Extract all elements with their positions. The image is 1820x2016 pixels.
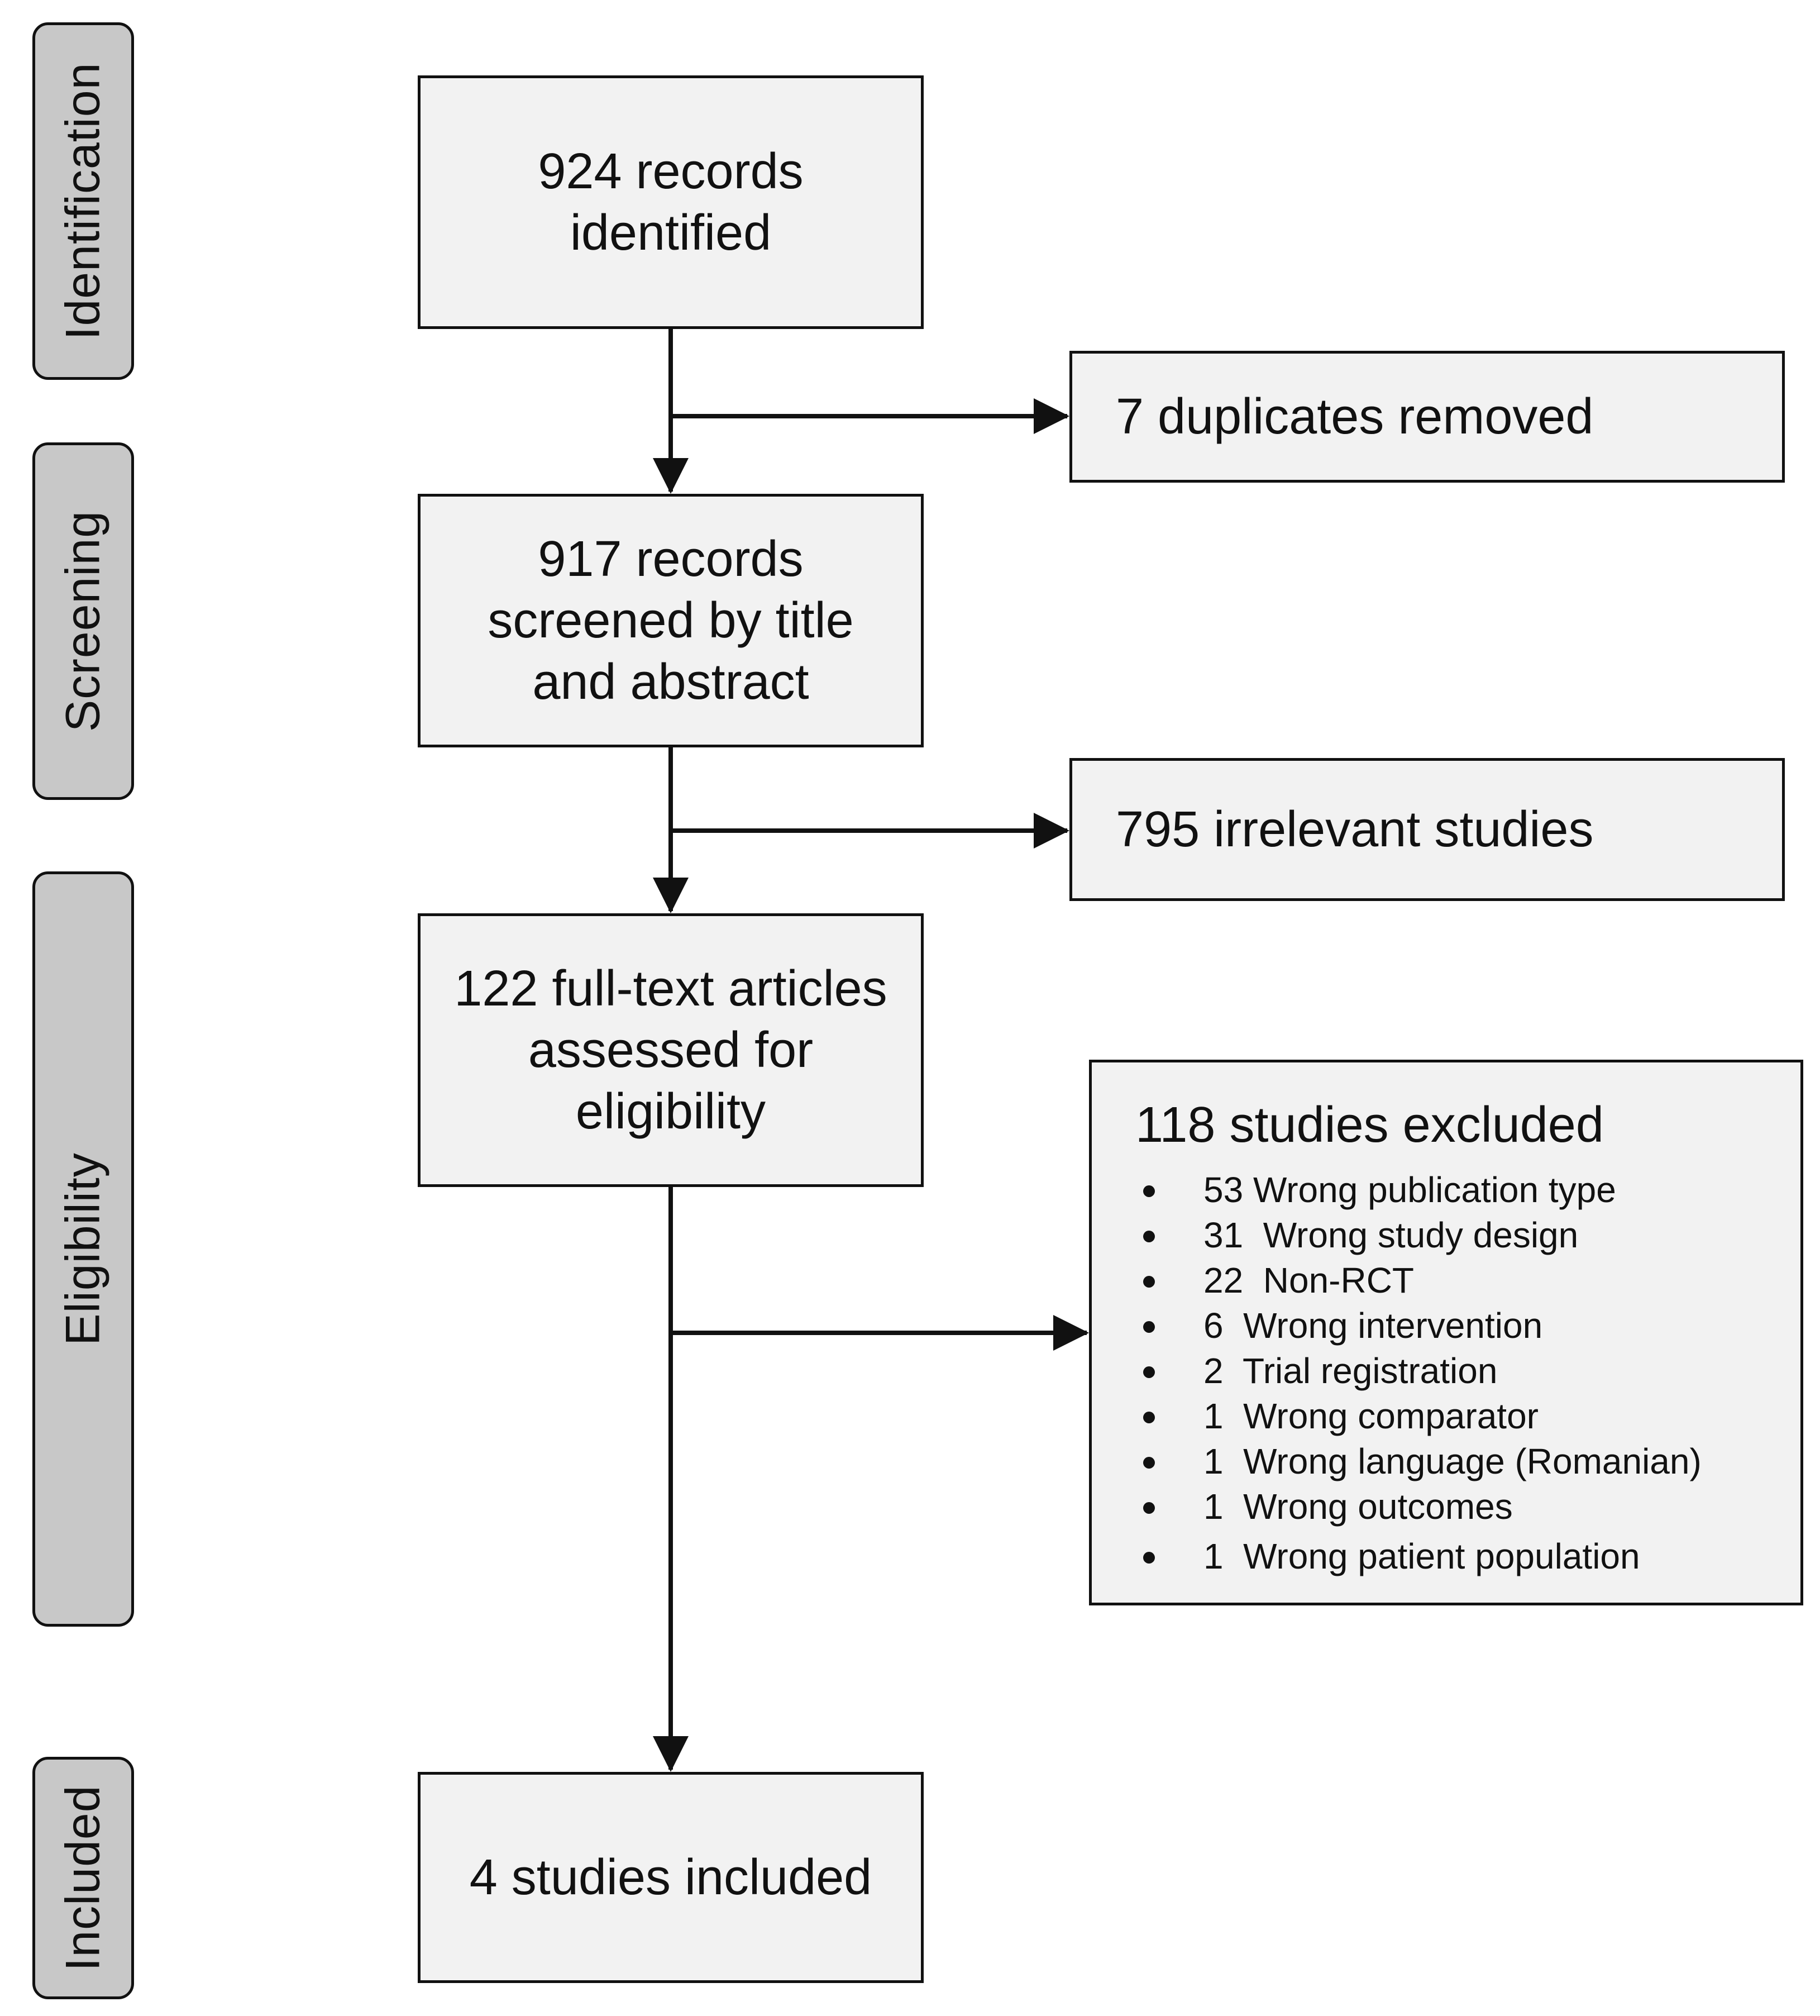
records-identified-box: 924 records identified (418, 75, 924, 329)
exclusion-reason: 1 Wrong language (Romanian) (1143, 1439, 1702, 1484)
records-screened-line1: 917 records (538, 531, 804, 587)
records-screened-box: 917 records screened by title and abstra… (418, 494, 924, 747)
irrelevant-studies-text: 795 irrelevant studies (1116, 802, 1594, 857)
exclusion-reason: 1 Wrong outcomes (1143, 1484, 1702, 1529)
records-screened-line3: and abstract (532, 654, 809, 710)
exclusion-reason: 1 Wrong comparator (1143, 1394, 1702, 1439)
studies-excluded-box: 118 studies excluded 53 Wrong publicatio… (1089, 1060, 1803, 1605)
exclusion-reason: 6 Wrong intervention (1143, 1303, 1702, 1348)
exclusion-reason: 31 Wrong study design (1143, 1213, 1702, 1258)
studies-included-text: 4 studies included (469, 1850, 872, 1905)
records-screened-text: 917 records screened by title and abstra… (488, 528, 853, 713)
stage-screening: Screening (32, 442, 134, 800)
exclusion-reason: 53 Wrong publication type (1143, 1167, 1702, 1213)
stage-identification: Identification (32, 22, 134, 380)
irrelevant-studies-box: 795 irrelevant studies (1069, 758, 1785, 901)
duplicates-removed-box: 7 duplicates removed (1069, 351, 1785, 483)
stage-included: Included (32, 1757, 134, 1999)
records-identified-line2: identified (570, 205, 772, 261)
exclusion-reason: 22 Non-RCT (1143, 1258, 1702, 1303)
studies-included-box: 4 studies included (418, 1772, 924, 1983)
exclusion-reasons-list: 53 Wrong publication type 31 Wrong study… (1143, 1167, 1702, 1579)
fulltext-assessed-line1: 122 full-text articles (454, 961, 887, 1017)
fulltext-assessed-text: 122 full-text articles assessed for elig… (454, 958, 887, 1142)
fulltext-assessed-box: 122 full-text articles assessed for elig… (418, 913, 924, 1187)
studies-excluded-title: 118 studies excluded (1135, 1097, 1604, 1153)
records-identified-line1: 924 records (538, 144, 804, 199)
exclusion-reason: 1 Wrong patient population (1143, 1534, 1702, 1579)
duplicates-removed-text: 7 duplicates removed (1116, 389, 1594, 445)
records-identified-text: 924 records identified (538, 141, 803, 264)
fulltext-assessed-line2: assessed for (528, 1022, 814, 1078)
exclusion-reason: 2 Trial registration (1143, 1348, 1702, 1394)
stage-eligibility: Eligibility (32, 871, 134, 1627)
records-screened-line2: screened by title (488, 593, 854, 649)
fulltext-assessed-line3: eligibility (575, 1084, 766, 1140)
